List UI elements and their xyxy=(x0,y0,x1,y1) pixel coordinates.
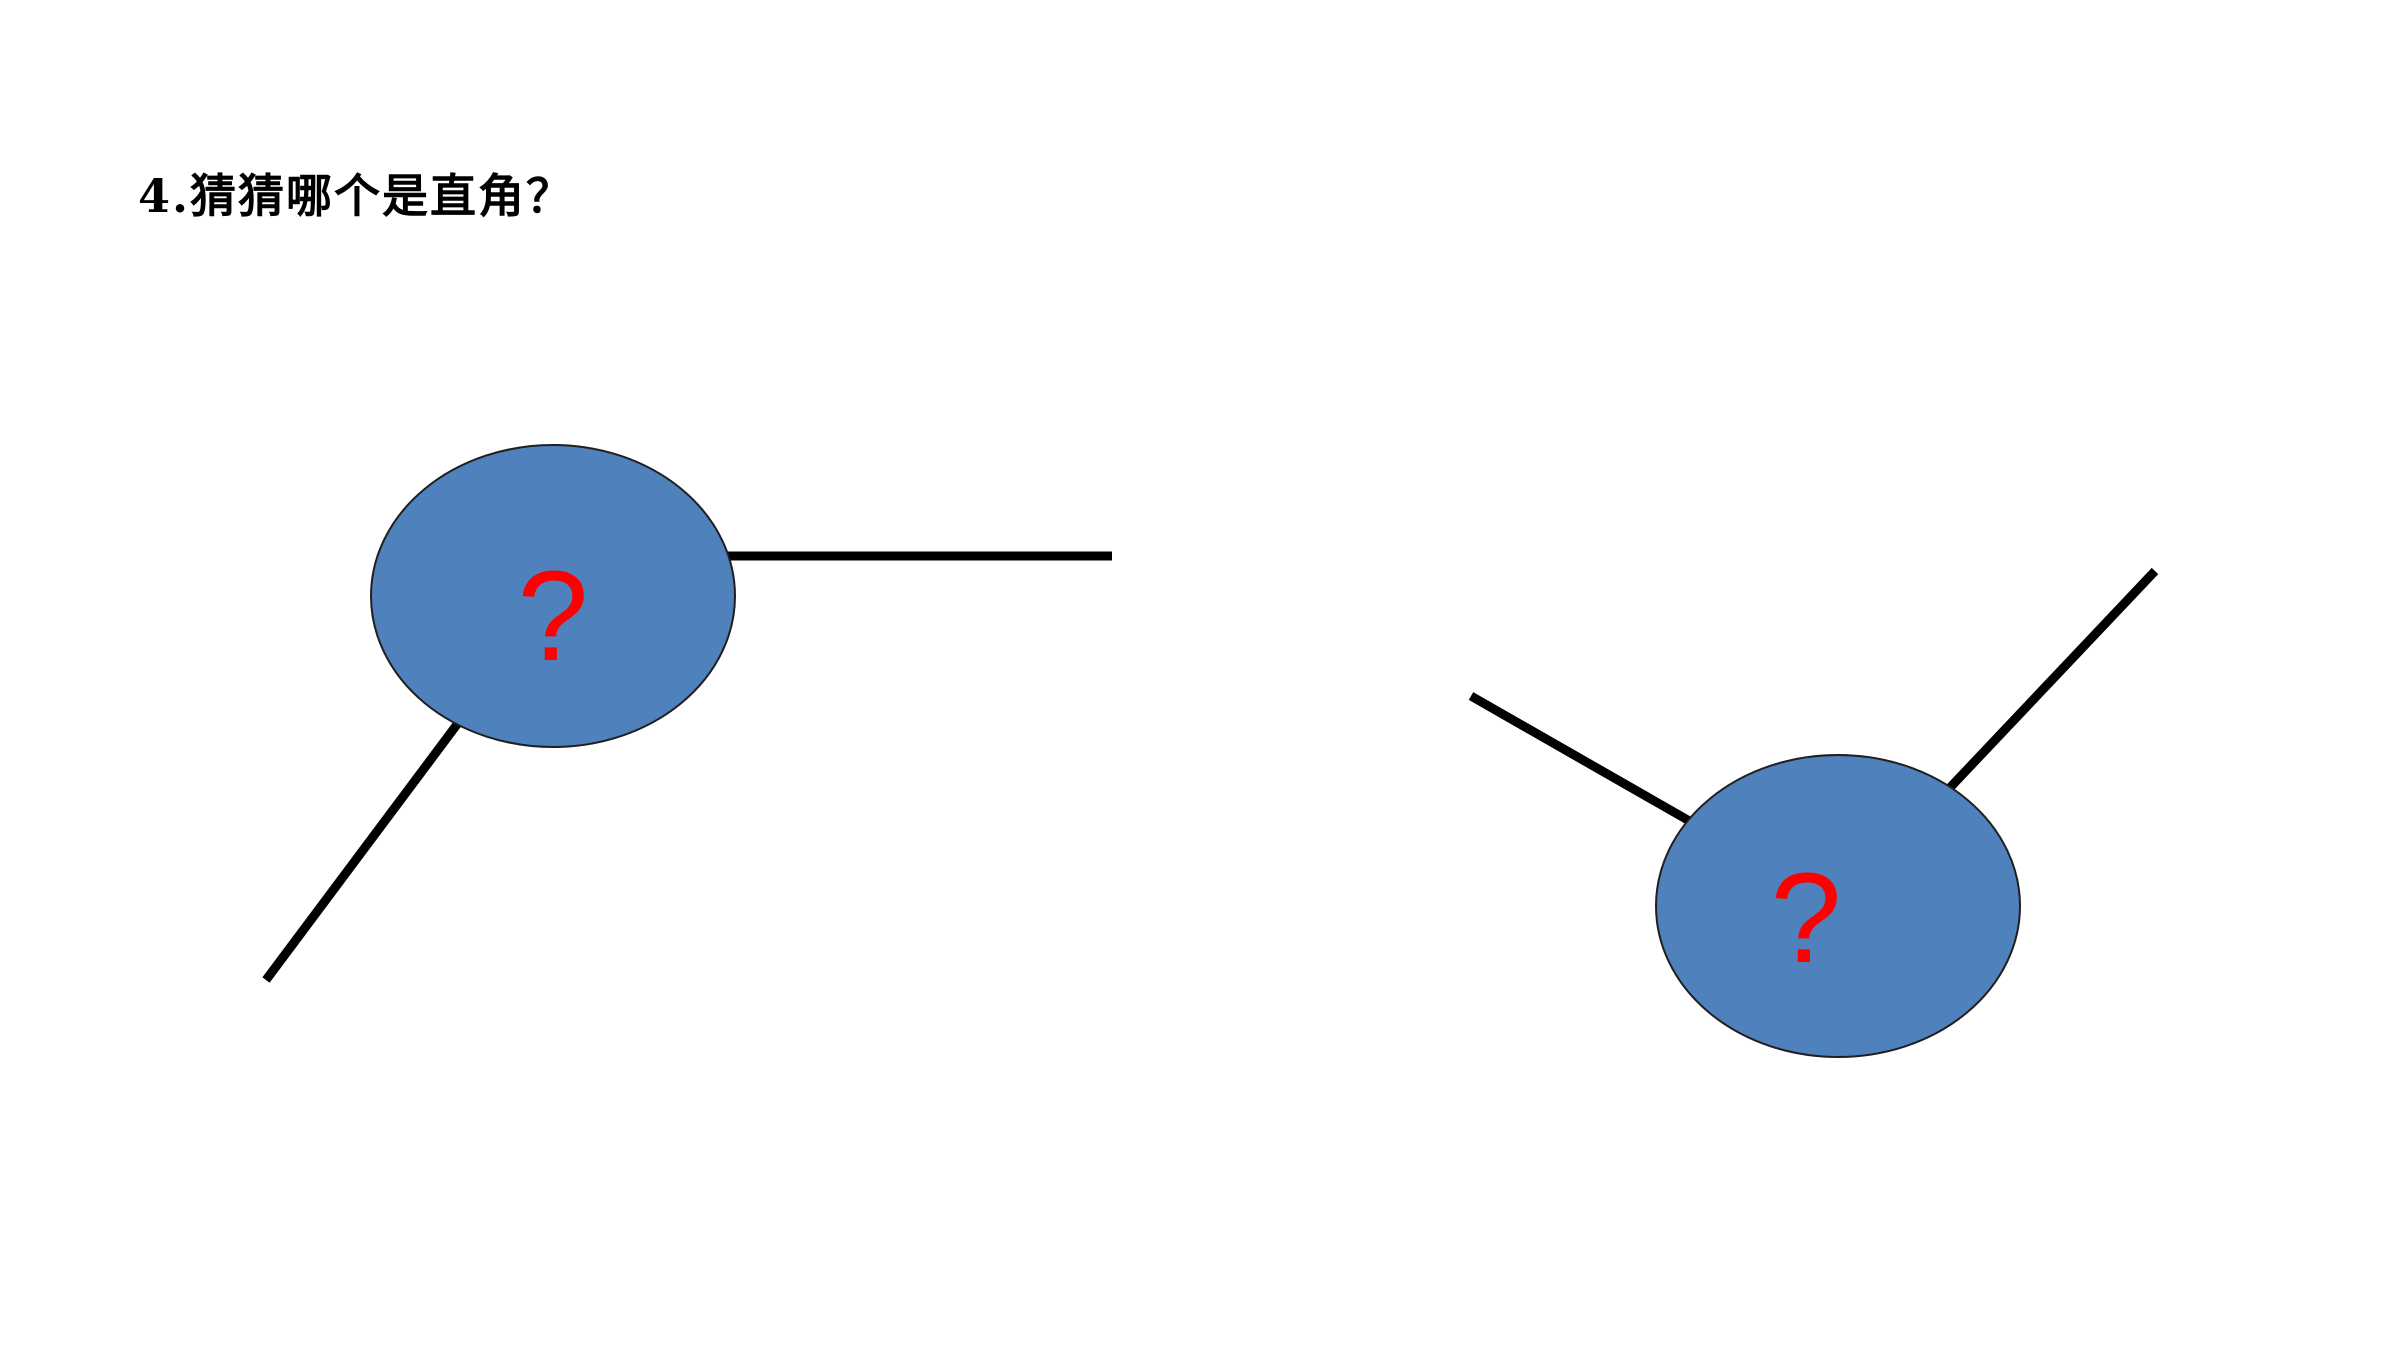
angle-right: ? xyxy=(1468,567,2159,1058)
question-title: 4.猜猜哪个是直角？ xyxy=(138,169,575,223)
angle-left-cover-ellipse xyxy=(370,444,736,748)
angle-left: ? xyxy=(262,444,1112,983)
angle-left-question-mark: ? xyxy=(517,545,588,688)
angle-right-cover-ellipse xyxy=(1655,754,2021,1058)
angle-right-question-mark: ? xyxy=(1770,847,1841,990)
